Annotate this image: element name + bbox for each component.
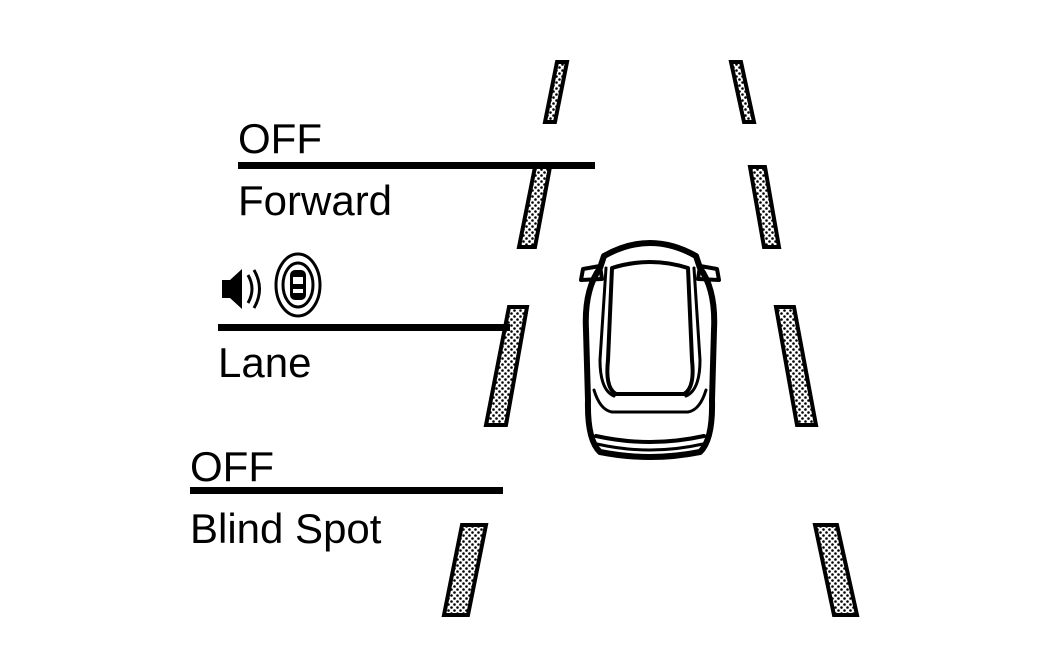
- lane-dash-left-3: [483, 305, 530, 427]
- blind-spot-label: Blind Spot: [190, 505, 382, 552]
- lane-dash-right-2: [747, 165, 782, 249]
- lane-dash-left-4: [441, 523, 489, 617]
- lane-dash-right-3: [773, 305, 819, 427]
- blind-spot-divider: [190, 487, 503, 494]
- forward-label: Forward: [238, 177, 393, 224]
- lane-divider: [218, 324, 510, 331]
- lane-dash-right-1: [728, 60, 757, 124]
- vehicle-ahead-indicator-icon: [274, 252, 322, 318]
- lane-label: Lane: [218, 339, 312, 386]
- car-icon: [579, 240, 721, 460]
- speaker-chime-icon: [222, 269, 261, 309]
- forward-status-label: OFF: [238, 115, 322, 162]
- lane-dash-left-1: [542, 60, 570, 124]
- lane-dash-right-4: [812, 523, 860, 617]
- forward-divider: [238, 162, 595, 169]
- blind-spot-status-label: OFF: [190, 443, 274, 490]
- lane-dash-left-2: [516, 165, 553, 249]
